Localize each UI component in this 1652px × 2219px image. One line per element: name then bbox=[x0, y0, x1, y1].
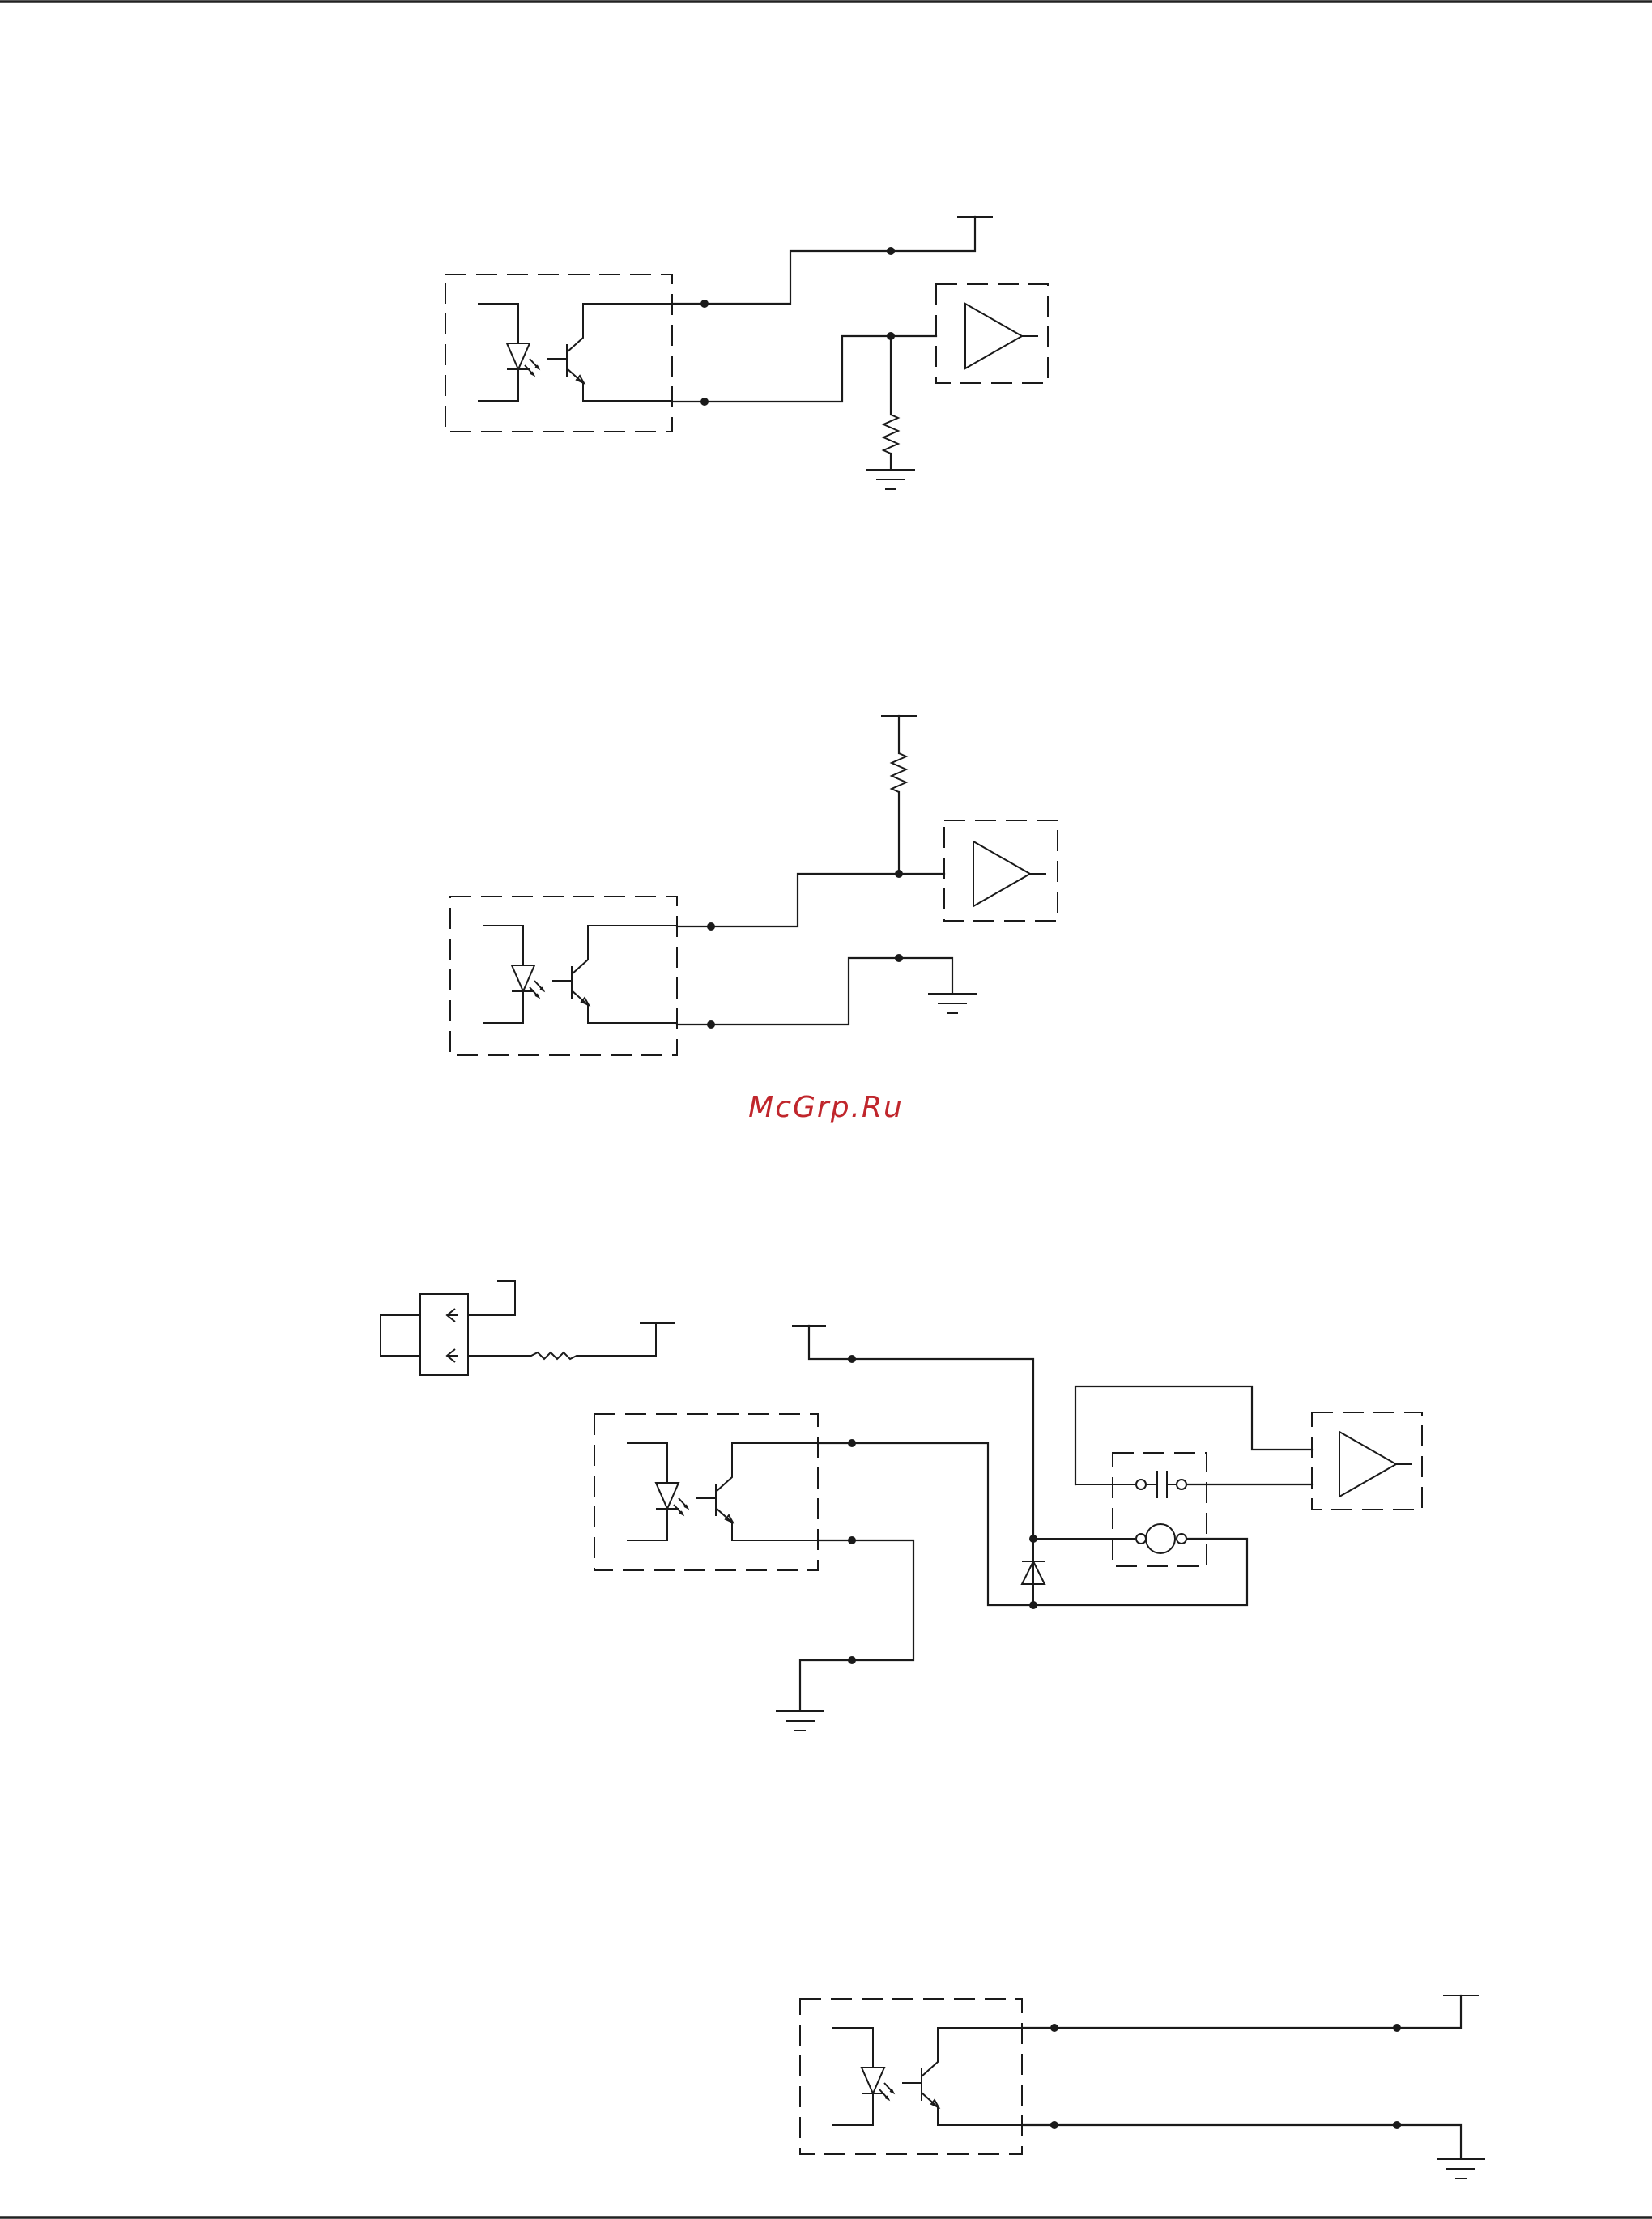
emitter-wire bbox=[672, 336, 936, 402]
feedback-wire bbox=[1075, 1386, 1312, 1484]
optocoupler-circuit-4 bbox=[800, 1995, 1485, 2179]
collector-wire bbox=[1022, 1995, 1461, 2028]
buffer-amplifier bbox=[965, 304, 1038, 368]
optocoupler-package bbox=[800, 1999, 1022, 2154]
optocoupler-package bbox=[450, 897, 677, 1055]
ground-symbol bbox=[1437, 2159, 1485, 2179]
buffer-amplifier bbox=[1339, 1432, 1412, 1497]
capacitor bbox=[1075, 1471, 1186, 1498]
ground-symbol bbox=[776, 1711, 824, 1731]
buffer-box bbox=[936, 284, 1048, 383]
optocoupler-symbol bbox=[627, 1443, 821, 1540]
motor bbox=[1033, 1524, 1247, 1553]
collector-wire bbox=[672, 217, 975, 304]
optocoupler-package bbox=[594, 1414, 818, 1570]
emitter-wire bbox=[677, 958, 952, 1024]
optocoupler-symbol bbox=[483, 926, 677, 1023]
component-box bbox=[1113, 1453, 1207, 1566]
optocoupler-symbol bbox=[478, 304, 672, 401]
buffer-box bbox=[1312, 1412, 1422, 1510]
optocoupler-circuit-2 bbox=[450, 716, 1058, 1055]
pulldown-resistor bbox=[883, 415, 898, 454]
switch-block bbox=[381, 1281, 675, 1375]
supply-wire bbox=[809, 1326, 1033, 1539]
pullup-resistor bbox=[892, 753, 906, 792]
optocoupler-circuit-3 bbox=[381, 1281, 1422, 1731]
ground-symbol bbox=[928, 994, 977, 1013]
collector-wire bbox=[677, 874, 944, 926]
watermark-text: McGrp.Ru bbox=[0, 1091, 1652, 1124]
optocoupler-package bbox=[445, 275, 672, 432]
optocoupler-circuit-1 bbox=[445, 217, 1048, 489]
optocoupler-symbol bbox=[832, 2028, 1027, 2125]
ground-symbol bbox=[866, 470, 915, 489]
buffer-amplifier bbox=[973, 841, 1046, 906]
buffer-box bbox=[944, 820, 1058, 921]
diode bbox=[1022, 1539, 1045, 1605]
emitter-wire bbox=[1022, 2125, 1461, 2157]
